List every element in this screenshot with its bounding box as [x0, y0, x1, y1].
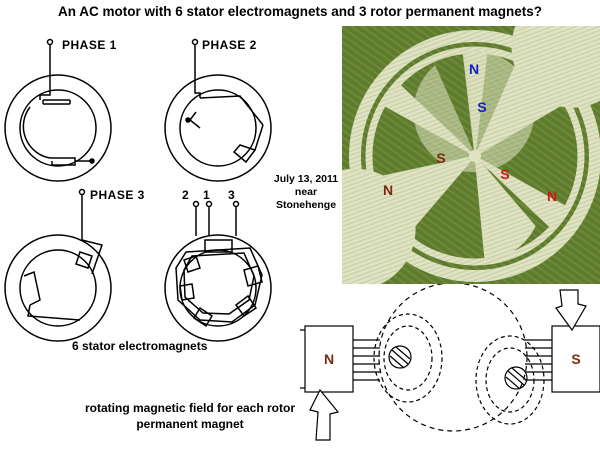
right-magnet: [551, 325, 600, 393]
right-field-lines: [475, 335, 552, 425]
right-rotation-arrow: [555, 289, 587, 332]
combined-label-1: 1: [203, 188, 211, 202]
left-rotation-arrow: [309, 388, 340, 441]
crop-label-left-outer: N: [383, 182, 393, 198]
rotating-field-diagram: N S: [300, 284, 600, 441]
crop-label-top-outer: N: [469, 61, 479, 77]
figure-title: An AC motor with 6 stator electromagnets…: [57, 4, 543, 19]
crop-label-right-inner: S: [500, 166, 509, 182]
left-field-lines: [353, 313, 443, 403]
phase1-diagram: [4, 38, 112, 182]
phase2-label: PHASE 2: [202, 38, 257, 52]
phase1-label: PHASE 1: [62, 38, 117, 52]
rotor-orbit: [378, 284, 528, 432]
field-label-left: N: [324, 351, 334, 367]
phase3-label: PHASE 3: [90, 188, 145, 202]
crop-label-top-inner: S: [477, 99, 486, 115]
left-magnet: [304, 325, 354, 393]
combined-label-3: 3: [228, 188, 236, 202]
winding-diagrams: [4, 38, 272, 342]
phase3-diagram: [4, 188, 112, 342]
rotor-caption: rotating magnetic field for each rotor p…: [84, 401, 296, 431]
crop-label-left-inner: S: [436, 150, 445, 166]
field-label-right: S: [571, 351, 580, 367]
left-rotor-disk: [388, 345, 412, 369]
crop-circle-photo: N S S N S N: [342, 26, 600, 284]
crop-label-right-outer: N: [547, 188, 557, 204]
combined-label-2: 2: [182, 188, 190, 202]
phase2-diagram: [164, 38, 272, 182]
date-note: July 13, 2011 near Stonehenge: [273, 173, 339, 211]
stator-caption: 6 stator electromagnets: [72, 339, 208, 353]
right-rotor-disk: [504, 366, 528, 390]
combined-diagram: [164, 200, 272, 342]
